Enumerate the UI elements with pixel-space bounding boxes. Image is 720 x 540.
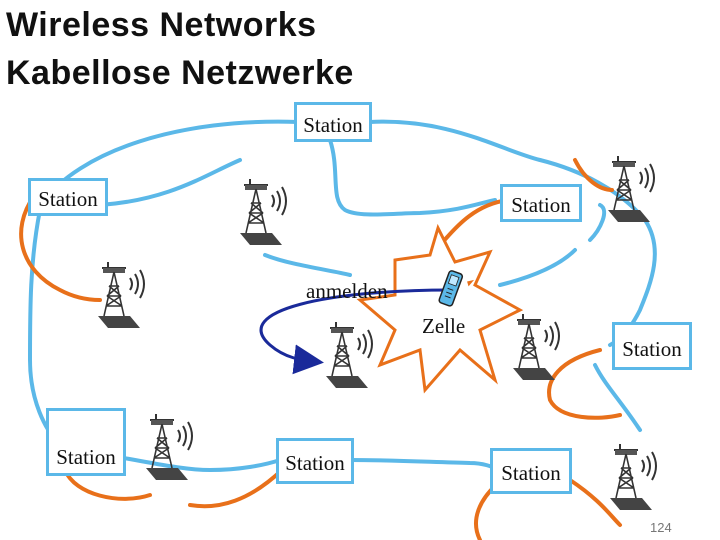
radio-tower-icon — [607, 155, 655, 223]
mobile-phone-icon — [438, 270, 475, 307]
register-arrow — [259, 288, 451, 375]
slide-title-en: Wireless Networks — [6, 6, 317, 44]
station-box: Station — [46, 408, 126, 476]
radio-tower-icon — [145, 413, 193, 481]
radio-tower-icon — [512, 313, 560, 381]
cell-label: Zelle — [422, 314, 466, 338]
station-box: Station — [276, 438, 354, 484]
slide-title-de: Kabellose Netzwerke — [6, 54, 354, 92]
cell-burst — [356, 223, 524, 394]
station-links — [19, 158, 622, 540]
station-box: Station — [28, 178, 108, 216]
station-box: Station — [490, 448, 572, 494]
station-box: Station — [294, 102, 372, 142]
radio-tower-icon — [609, 443, 657, 511]
register-label: anmelden — [306, 279, 388, 303]
radio-tower-icon — [97, 261, 145, 329]
radio-tower-icon — [239, 178, 287, 246]
page-number: 124 — [650, 520, 672, 535]
station-box: Station — [612, 322, 692, 370]
station-box: Station — [500, 184, 582, 222]
radio-tower-icon — [325, 321, 373, 389]
